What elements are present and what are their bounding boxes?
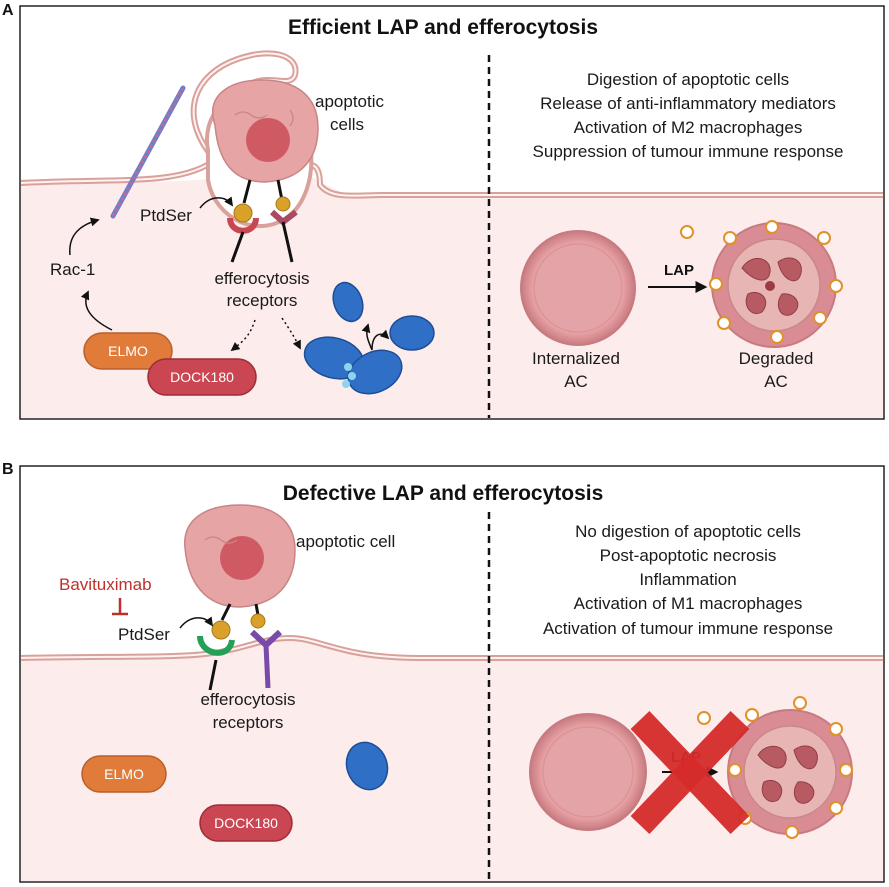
- vesicles-a: [680, 220, 843, 344]
- panel-b-title: Defective LAP and efferocytosis: [283, 482, 604, 505]
- outcome-b-2: Post-apoptotic necrosis: [600, 546, 777, 565]
- elmo-protein: [83, 332, 173, 370]
- degraded-label-2: AC: [764, 372, 788, 391]
- panel-b-letter: B: [2, 461, 14, 478]
- blue-protein-icon: [345, 741, 389, 791]
- outcome-a-4: Suppression of tumour immune response: [533, 142, 844, 161]
- dock180-label-b: DOCK180: [214, 815, 278, 831]
- degraded-label-1: Degraded: [739, 349, 814, 368]
- ptdser-ligand: [233, 203, 253, 223]
- outcome-a-2: Release of anti-inflammatory mediators: [540, 94, 836, 113]
- degraded-ac-b: [727, 709, 853, 835]
- vesicles-b: [697, 696, 853, 839]
- dock180-label-a: DOCK180: [170, 369, 234, 385]
- rac1-label: Rac-1: [50, 260, 95, 279]
- apoptotic-cell-label-b: apoptotic cell: [296, 532, 395, 551]
- apoptotic-cell-b: [184, 504, 296, 608]
- ptdser-label-a: PtdSer: [140, 206, 192, 225]
- elmo-label-b: ELMO: [104, 766, 144, 782]
- receptors-label-a-2: receptors: [227, 291, 298, 310]
- internalized-label-1: Internalized: [532, 349, 620, 368]
- dock180-protein: [199, 804, 293, 842]
- apoptotic-cell-a: [212, 79, 319, 183]
- panel-a-title: Efficient LAP and efferocytosis: [288, 16, 598, 39]
- receptors-label-b-1: efferocytosis: [200, 690, 295, 709]
- receptors-label-b-2: receptors: [213, 713, 284, 732]
- blue-protein-icons: [303, 281, 435, 395]
- nucleus-icon: [246, 118, 290, 162]
- panel-a: A Efficient LAP and efferocytosis apopto…: [2, 2, 885, 420]
- ptdser-ligand: [211, 620, 231, 640]
- blocked-x-icon: [630, 711, 750, 834]
- ptdser-ligand: [250, 613, 266, 629]
- ptdser-ligand: [275, 196, 291, 212]
- outcome-a-3: Activation of M2 macrophages: [574, 118, 803, 137]
- receptors-label-a-1: efferocytosis: [214, 269, 309, 288]
- membrane-b-inner: [20, 636, 883, 659]
- actin-filament-icon: [110, 85, 186, 219]
- receptor-icon: [227, 217, 259, 234]
- outcome-a-1: Digestion of apoptotic cells: [587, 70, 789, 89]
- outcome-b-1: No digestion of apoptotic cells: [575, 522, 801, 541]
- outcome-b-5: Activation of tumour immune response: [543, 619, 833, 638]
- nucleus-icon: [220, 536, 264, 580]
- apoptotic-cells-label-2: cells: [330, 115, 364, 134]
- internalized-label-2: AC: [564, 372, 588, 391]
- panel-a-letter: A: [2, 2, 14, 19]
- dock180-protein: [147, 358, 257, 396]
- apoptotic-cells-label-1: apoptotic: [315, 92, 384, 111]
- bavituximab-label: Bavituximab: [59, 575, 152, 594]
- elmo-protein: [81, 755, 167, 793]
- panel-b: B Defective LAP and efferocytosis apopto…: [2, 461, 885, 883]
- outcome-b-3: Inflammation: [639, 570, 736, 589]
- receptor-icon: [197, 635, 235, 656]
- elmo-label-a: ELMO: [108, 343, 148, 359]
- ptdser-label-b: PtdSer: [118, 625, 170, 644]
- outcome-b-4: Activation of M1 macrophages: [574, 594, 803, 613]
- lap-label-a: LAP: [664, 262, 694, 279]
